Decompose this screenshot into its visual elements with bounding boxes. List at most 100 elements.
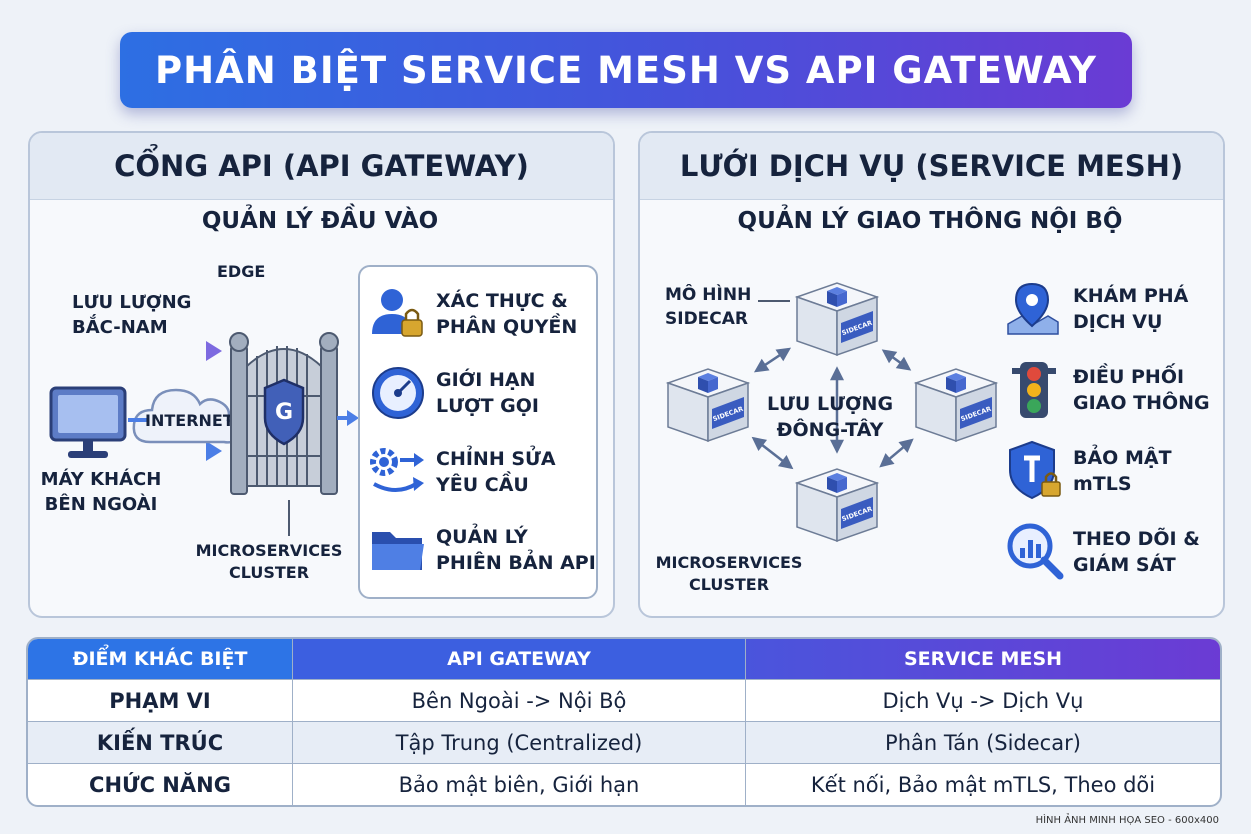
table-cell-gateway: Bên Ngoài -> Nội Bộ <box>292 679 745 721</box>
map-pin-icon <box>1004 280 1062 340</box>
feature-ratelimit-label: GIỚI HẠN LƯỢT GỌI <box>436 367 539 419</box>
table-cell-criteria: CHỨC NĂNG <box>28 763 292 805</box>
speedometer-icon <box>370 365 426 425</box>
table-row: PHẠM VI Bên Ngoài -> Nội Bộ Dịch Vụ -> D… <box>28 679 1220 721</box>
feature-versioning-line: PHIÊN BẢN API <box>436 552 596 574</box>
sidecar-model-label-line: MÔ HÌNH <box>665 285 752 305</box>
client-label-line: MÁY KHÁCH <box>40 469 162 490</box>
shield-lock-icon <box>1008 440 1064 504</box>
traffic-light-icon <box>1010 360 1058 424</box>
mesh-arrowhead <box>829 366 845 381</box>
gateway-cluster-label-line: MICROSERVICES <box>195 541 343 560</box>
gateway-cluster-label-line: CLUSTER <box>228 563 310 582</box>
feature-discovery-line: DỊCH VỤ <box>1073 311 1163 333</box>
image-credit: HÌNH ẢNH MINH HỌA SEO - 600x400 <box>1035 815 1219 826</box>
north-south-label-line: BẮC-NAM <box>72 317 168 338</box>
feature-transform-line: YÊU CẦU <box>436 474 529 496</box>
north-south-label-line: LƯU LƯỢNG <box>72 292 192 313</box>
monitor-icon <box>48 385 130 467</box>
gate-letter: G <box>275 400 294 425</box>
mesh-arrowhead <box>829 439 845 454</box>
comparison-header-criteria: ĐIỂM KHÁC BIỆT <box>28 639 292 679</box>
mesh-arrowhead <box>775 347 792 362</box>
page-title: PHÂN BIỆT SERVICE MESH VS API GATEWAY <box>155 48 1097 92</box>
feature-traffic-label: ĐIỀU PHỐI GIAO THÔNG <box>1073 364 1210 416</box>
east-west-label: LƯU LƯỢNG ĐÔNG-TÂY <box>765 391 895 443</box>
feature-traffic-line: ĐIỀU PHỐI <box>1073 366 1185 388</box>
feature-versioning-line: QUẢN LÝ <box>436 526 528 548</box>
feature-mtls-label: BẢO MẬT mTLS <box>1073 445 1172 497</box>
table-cell-mesh: Kết nối, Bảo mật mTLS, Theo dõi <box>745 763 1220 805</box>
north-south-label: LƯU LƯỢNG BẮC-NAM <box>72 290 191 340</box>
table-cell-criteria: KIẾN TRÚC <box>28 721 292 763</box>
feature-discovery-label: KHÁM PHÁ DỊCH VỤ <box>1073 283 1188 335</box>
sidecar-model-label-line: SIDECAR <box>665 309 749 329</box>
mesh-arrowhead <box>895 356 912 371</box>
gear-arrows-icon <box>368 446 428 502</box>
edge-label: EDGE <box>217 262 266 281</box>
feature-observability-line: GIÁM SÁT <box>1073 554 1176 576</box>
table-cell-criteria: PHẠM VI <box>28 679 292 721</box>
mesh-arrowhead <box>753 358 770 373</box>
sidecar-pointer <box>758 300 790 302</box>
feature-ratelimit-line: LƯỢT GỌI <box>436 395 539 417</box>
table-row: KIẾN TRÚC Tập Trung (Centralized) Phân T… <box>28 721 1220 763</box>
service-mesh-panel: LƯỚI DỊCH VỤ (SERVICE MESH) <box>638 131 1225 618</box>
table-row: CHỨC NĂNG Bảo mật biên, Giới hạn Kết nối… <box>28 763 1220 805</box>
service-mesh-subheading: QUẢN LÝ GIAO THÔNG NỘI BỘ <box>737 208 1123 234</box>
service-mesh-panel-header: LƯỚI DỊCH VỤ (SERVICE MESH) <box>640 133 1223 200</box>
table-cell-gateway: Tập Trung (Centralized) <box>292 721 745 763</box>
service-mesh-heading: LƯỚI DỊCH VỤ (SERVICE MESH) <box>679 149 1184 183</box>
feature-observability-label: THEO DÕI & GIÁM SÁT <box>1073 526 1200 578</box>
feature-mtls-line: mTLS <box>1073 473 1132 495</box>
title-bar: PHÂN BIỆT SERVICE MESH VS API GATEWAY <box>120 32 1132 108</box>
mesh-nodes: SIDECAR SIDECAR SIDECAR SIDECAR <box>665 282 999 543</box>
api-gateway-panel-header: CỔNG API (API GATEWAY) <box>30 133 613 200</box>
mesh-cluster-label-line: CLUSTER <box>688 575 770 594</box>
feature-mtls-line: BẢO MẬT <box>1073 447 1172 469</box>
feature-auth-label: XÁC THỰC & PHÂN QUYỀN <box>436 288 577 340</box>
mesh-arrowhead <box>898 438 914 453</box>
api-gateway-subheading: QUẢN LÝ ĐẦU VÀO <box>201 208 439 234</box>
mesh-arrowhead <box>881 349 898 364</box>
comparison-header-gateway: API GATEWAY <box>292 639 745 679</box>
mesh-arrows <box>751 347 914 470</box>
client-label-line: BÊN NGOÀI <box>44 494 158 515</box>
feature-transform-label: CHỈNH SỬA YÊU CẦU <box>436 446 556 498</box>
gateway-gate-icon <box>225 326 365 510</box>
feature-traffic-line: GIAO THÔNG <box>1073 392 1210 414</box>
mesh-arrowhead <box>777 455 794 470</box>
mesh-arrowhead <box>879 453 895 468</box>
comparison-table: ĐIỂM KHÁC BIỆT API GATEWAY SERVICE MESH … <box>26 637 1222 807</box>
folder-icon <box>370 524 426 578</box>
mesh-service-node: SIDECAR <box>913 368 999 443</box>
east-west-label-line: ĐÔNG-TÂY <box>776 419 884 441</box>
east-west-label-line: LƯU LƯỢNG <box>766 393 894 415</box>
cluster-connector <box>288 500 290 536</box>
mesh-service-node: SIDECAR <box>794 468 880 543</box>
gateway-cluster-label: MICROSERVICES CLUSTER <box>186 540 352 584</box>
mesh-arrowhead <box>751 436 768 451</box>
feature-observability-line: THEO DÕI & <box>1073 528 1200 550</box>
comparison-header-row: ĐIỂM KHÁC BIỆT API GATEWAY SERVICE MESH <box>28 639 1220 679</box>
table-cell-mesh: Dịch Vụ -> Dịch Vụ <box>745 679 1220 721</box>
mesh-service-node: SIDECAR <box>794 282 880 357</box>
internet-label: INTERNET <box>145 411 234 430</box>
user-lock-icon <box>370 286 426 342</box>
magnifier-chart-icon <box>1006 522 1066 586</box>
table-cell-mesh: Phân Tán (Sidecar) <box>745 721 1220 763</box>
feature-auth-line: PHÂN QUYỀN <box>436 316 578 338</box>
incoming-arrows <box>52 341 222 461</box>
table-cell-gateway: Bảo mật biên, Giới hạn <box>292 763 745 805</box>
feature-auth-line: XÁC THỰC & <box>436 290 568 312</box>
feature-ratelimit-line: GIỚI HẠN <box>436 369 536 391</box>
feature-discovery-line: KHÁM PHÁ <box>1073 285 1189 307</box>
feature-transform-line: CHỈNH SỬA <box>436 448 556 470</box>
mesh-service-node: SIDECAR <box>665 368 751 443</box>
comparison-header-mesh: SERVICE MESH <box>745 639 1220 679</box>
mesh-diagram: SIDECAR SIDECAR SIDECAR SIDECAR <box>665 282 999 543</box>
feature-versioning-label: QUẢN LÝ PHIÊN BẢN API <box>436 524 596 576</box>
api-gateway-heading: CỔNG API (API GATEWAY) <box>114 149 529 183</box>
mesh-cluster-label: MICROSERVICES CLUSTER <box>646 552 812 596</box>
sidecar-model-label: MÔ HÌNH SIDECAR <box>665 283 751 331</box>
